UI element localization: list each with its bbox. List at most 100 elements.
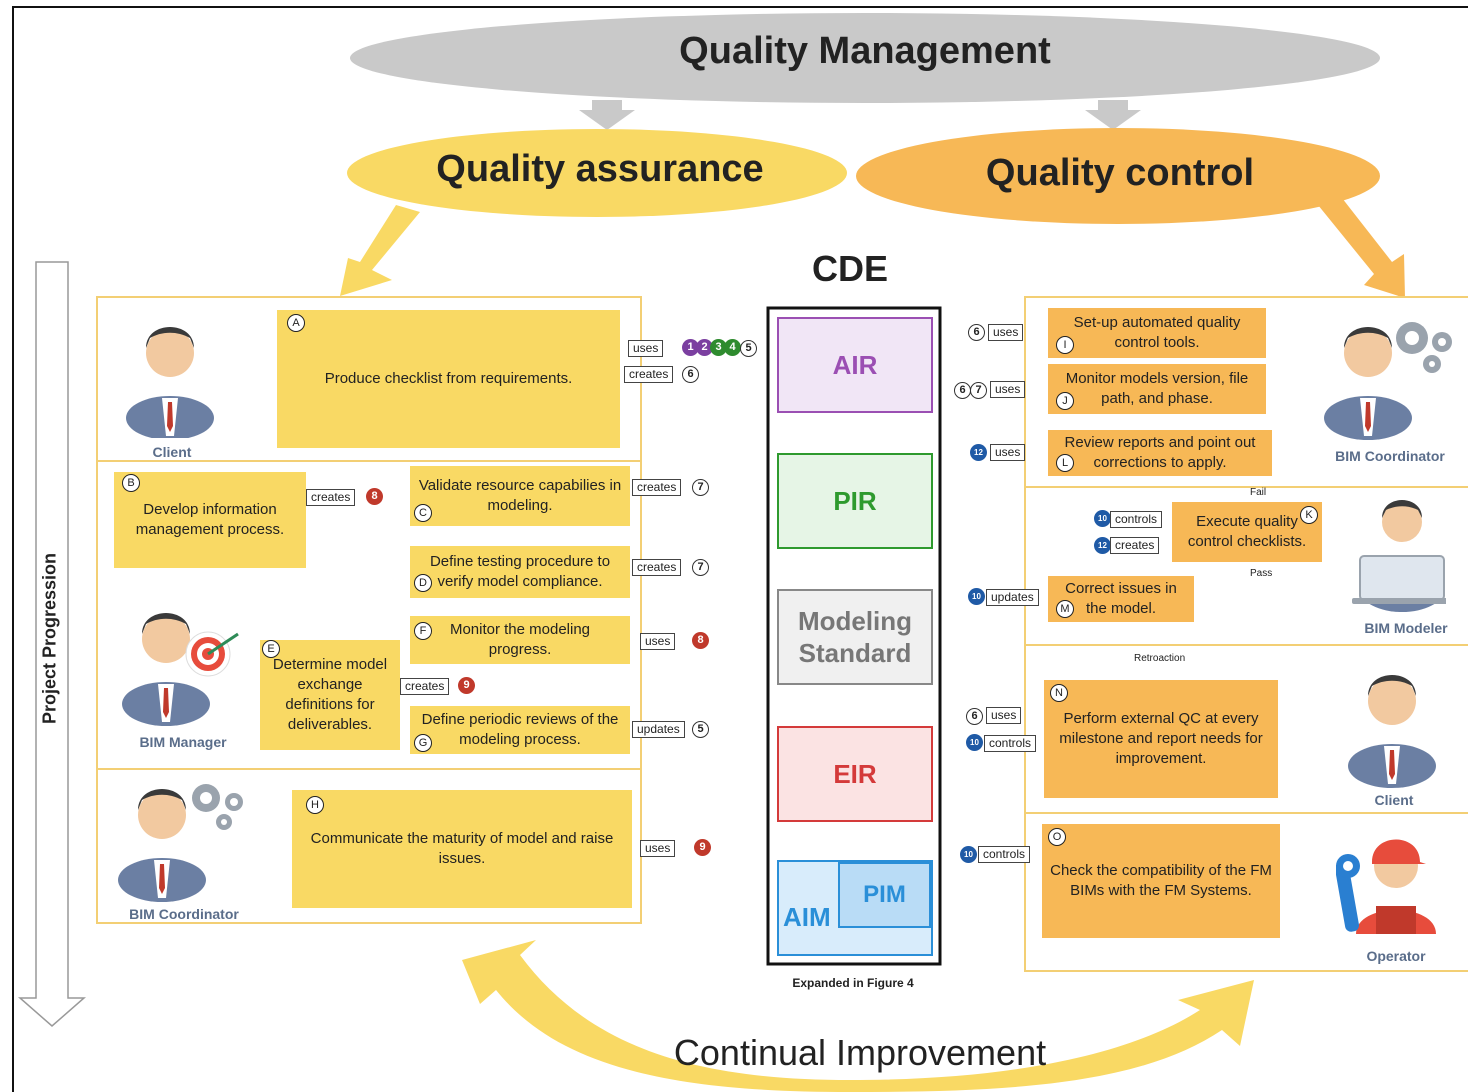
bim-coordinator-right-person-icon xyxy=(1324,322,1452,440)
num-9-e: 9 xyxy=(458,677,475,694)
tag-h-uses: uses xyxy=(640,840,676,857)
step-j-text: Monitor models version, file path, and p… xyxy=(1065,369,1249,407)
num-10-n: 10 xyxy=(966,734,983,751)
label-fail: Fail xyxy=(1250,487,1267,498)
num-8-b: 8 xyxy=(366,488,383,505)
arrow-qm-to-qc xyxy=(1085,100,1141,130)
step-b: B Develop information management process… xyxy=(114,472,306,568)
num-5-a: 5 xyxy=(740,340,757,357)
step-b-text: Develop information management process. xyxy=(135,500,285,538)
num-6-n: 6 xyxy=(966,708,983,725)
step-h-text: Communicate the maturity of model and ra… xyxy=(310,829,614,867)
step-l: L Review reports and point out correctio… xyxy=(1048,430,1272,476)
cde-aim-label: AIM xyxy=(783,901,831,932)
step-f: F Monitor the modeling progress. xyxy=(410,616,630,664)
step-o-letter: O xyxy=(1048,828,1066,846)
client-person-icon xyxy=(126,327,214,438)
operator-person-icon xyxy=(1336,839,1436,934)
num-5-g: 5 xyxy=(692,721,709,738)
num-4: 4 xyxy=(724,339,741,356)
step-h-letter: H xyxy=(306,796,324,814)
step-j: J Monitor models version, file path, and… xyxy=(1048,364,1266,414)
num-2: 2 xyxy=(696,339,713,356)
step-d: D Define testing procedure to verify mod… xyxy=(410,546,630,598)
role-client-right: Client xyxy=(1374,792,1414,808)
label-pass: Pass xyxy=(1250,568,1273,579)
arrow-qc-to-right xyxy=(1318,198,1405,298)
tag-a-creates: creates xyxy=(624,366,674,383)
num-10-m: 10 xyxy=(968,588,985,605)
step-k-text: Execute quality control checklists. xyxy=(1187,512,1307,550)
step-g: G Define periodic reviews of the modelin… xyxy=(410,706,630,754)
step-m-text: Correct issues in the model. xyxy=(1065,579,1177,617)
tag-e-creates: creates xyxy=(400,678,450,695)
step-a-letter: A xyxy=(287,314,305,332)
step-e-letter: E xyxy=(262,640,280,658)
role-client-left: Client xyxy=(152,444,192,460)
cde-title: CDE xyxy=(811,248,888,289)
arrow-qa-to-left xyxy=(340,205,420,296)
step-b-letter: B xyxy=(122,474,140,492)
tag-j-uses: uses xyxy=(990,381,1026,398)
tag-k-controls: controls xyxy=(1110,511,1163,528)
step-a: A Produce checklist from requirements. xyxy=(277,310,620,448)
step-c: C Validate resource capabilies in modeli… xyxy=(410,466,630,526)
tag-o-controls: controls xyxy=(978,846,1031,863)
tag-c-creates: creates xyxy=(632,479,682,496)
quality-control-title: Quality control xyxy=(985,152,1255,194)
num-12-l: 12 xyxy=(970,444,987,461)
project-progression-arrow xyxy=(18,261,86,1027)
step-d-text: Define testing procedure to verify model… xyxy=(429,552,611,590)
step-f-letter: F xyxy=(414,622,432,640)
role-bim-coordinator-left: BIM Coordinator xyxy=(129,906,239,922)
step-o-text: Check the compatibility of the FM BIMs w… xyxy=(1050,861,1272,899)
cde-pir: PIR xyxy=(777,453,933,549)
num-7-c: 7 xyxy=(692,479,709,496)
step-n-letter: N xyxy=(1050,684,1068,702)
bim-modeler-person-icon xyxy=(1352,500,1446,612)
num-1: 1 xyxy=(682,339,699,356)
tag-n-controls: controls xyxy=(984,735,1037,752)
continual-improvement-title: Continual Improvement xyxy=(673,1032,1047,1073)
num-8-f: 8 xyxy=(692,632,709,649)
step-k-letter: K xyxy=(1300,506,1318,524)
cde-pim: PIM xyxy=(838,862,931,928)
step-j-letter: J xyxy=(1056,392,1074,410)
bim-manager-person-icon xyxy=(122,613,239,726)
step-n-text: Perform external QC at every milestone a… xyxy=(1059,709,1263,768)
role-bim-coordinator-right: BIM Coordinator xyxy=(1335,448,1445,464)
num-10-o: 10 xyxy=(960,846,977,863)
num-9-h: 9 xyxy=(694,839,711,856)
tag-i-uses: uses xyxy=(988,324,1024,341)
project-progression-label: Project Progression xyxy=(39,552,60,725)
cde-modeling-standard: Modeling Standard xyxy=(777,589,933,685)
tag-a-uses: uses xyxy=(628,340,664,357)
quality-management-ellipse xyxy=(350,13,1380,103)
quality-management-title: Quality Management xyxy=(679,30,1051,72)
tag-b-creates: creates xyxy=(306,489,356,506)
step-h: H Communicate the maturity of model and … xyxy=(292,790,632,908)
step-m: M Correct issues in the model. xyxy=(1048,576,1194,622)
num-7-j: 7 xyxy=(970,382,987,399)
tag-n-uses: uses xyxy=(986,707,1022,724)
client-right-person-icon xyxy=(1348,675,1436,788)
num-6-j: 6 xyxy=(954,382,971,399)
num-12-k: 12 xyxy=(1094,537,1111,554)
role-operator: Operator xyxy=(1366,948,1426,964)
role-bim-manager: BIM Manager xyxy=(139,734,227,750)
quality-assurance-title: Quality assurance xyxy=(436,148,764,190)
step-f-text: Monitor the modeling progress. xyxy=(449,620,591,658)
step-e: E Determine model exchange definitions f… xyxy=(260,640,400,750)
step-n: N Perform external QC at every milestone… xyxy=(1044,680,1278,798)
num-6-a: 6 xyxy=(682,366,699,383)
num-6-i: 6 xyxy=(968,324,985,341)
step-c-letter: C xyxy=(414,504,432,522)
step-c-text: Validate resource capabilies in modeling… xyxy=(418,476,622,514)
step-k: K Execute quality control checklists. xyxy=(1172,502,1322,562)
num-10-k: 10 xyxy=(1094,510,1111,527)
num-3: 3 xyxy=(710,339,727,356)
figure-frame xyxy=(12,6,1468,1092)
cde-air: AIR xyxy=(777,317,933,413)
role-bim-modeler: BIM Modeler xyxy=(1364,620,1448,636)
arrow-qm-to-qa xyxy=(579,100,635,130)
